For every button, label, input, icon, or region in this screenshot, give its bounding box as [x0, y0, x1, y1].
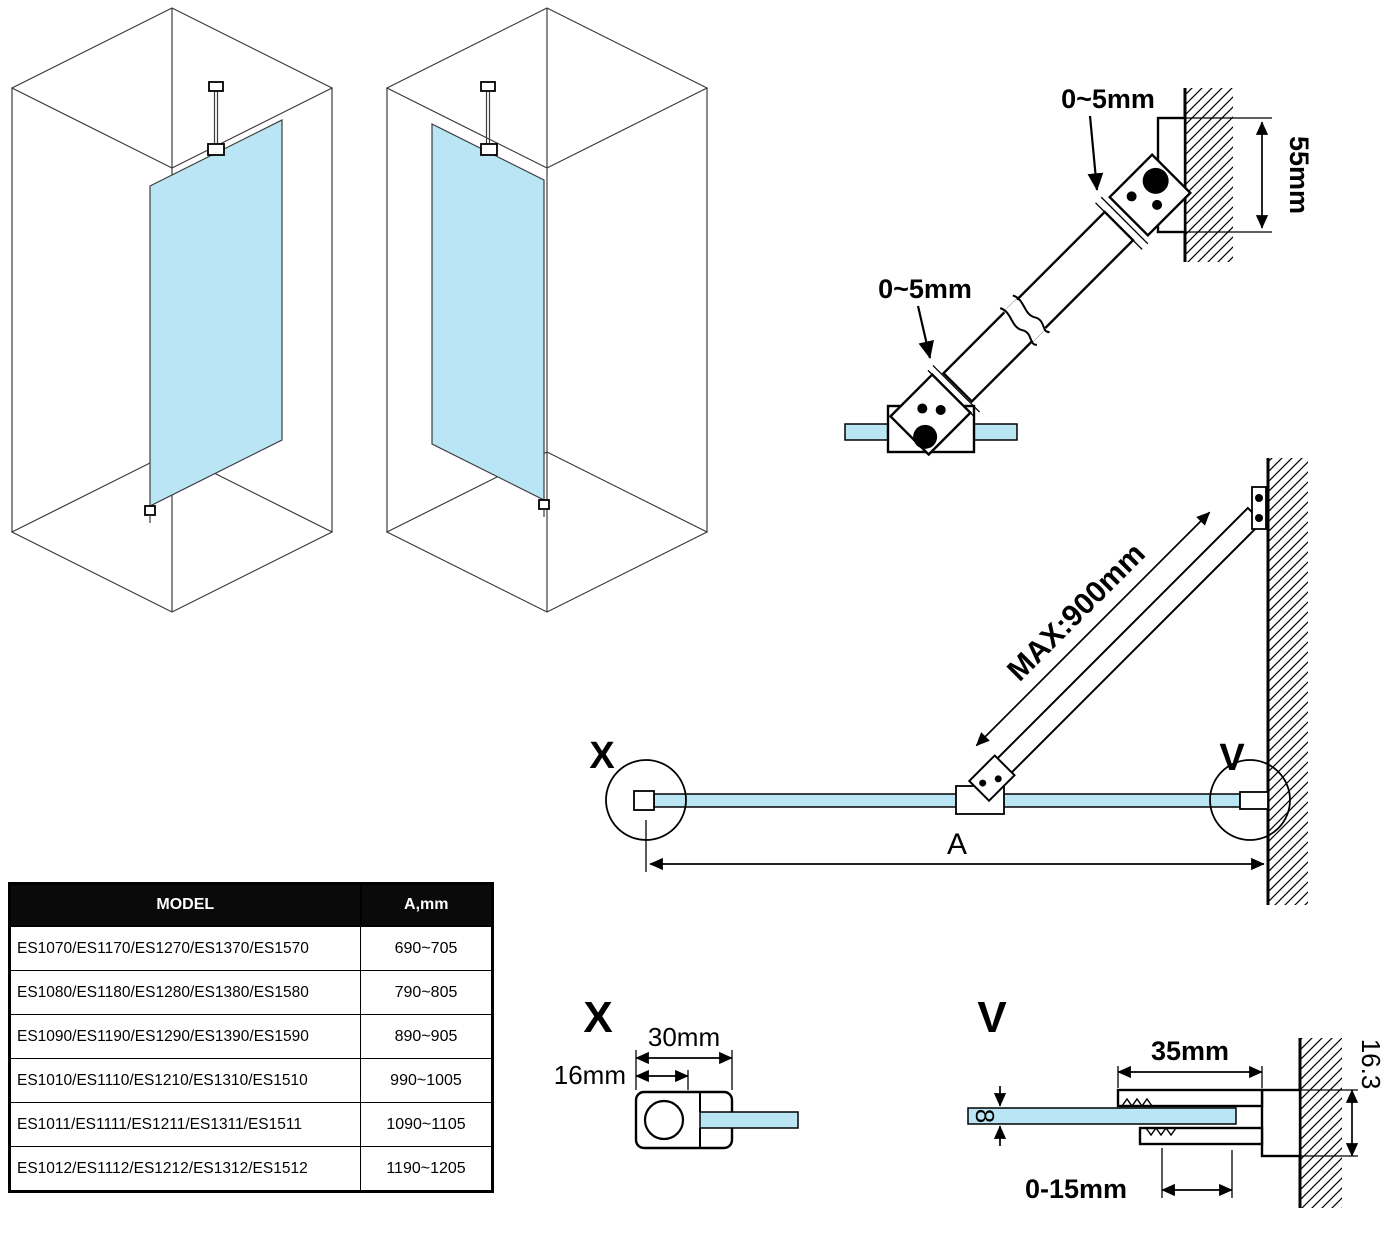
- wall-hatch: [1185, 88, 1233, 262]
- glass-panel: [149, 119, 283, 507]
- leader-arrow: [916, 305, 934, 359]
- size-cell: 1190~1205: [360, 1146, 493, 1192]
- screw: [1255, 514, 1263, 522]
- size-cell: 690~705: [360, 925, 493, 971]
- pivot-screw: [1142, 167, 1169, 194]
- glass-section: [699, 1111, 799, 1129]
- ceiling-mount: [208, 81, 224, 92]
- table-row: ES1010/ES1110/ES1210/ES1310/ES1510 990~1…: [9, 1058, 493, 1103]
- ceiling-mount: [480, 81, 496, 92]
- wall-profile: [1239, 791, 1269, 810]
- end-cap-profile: [633, 790, 655, 811]
- wall-bracket: [1107, 152, 1193, 238]
- dim-max-900: [975, 511, 1211, 747]
- model-cell: ES1010/ES1110/ES1210/ES1310/ES1510: [9, 1058, 361, 1103]
- iso-view-left: [10, 7, 334, 613]
- callout-x-label: X: [589, 735, 615, 777]
- brace-bar: [941, 210, 1135, 404]
- size-cell: 890~905: [360, 1014, 493, 1059]
- gap-mark: [932, 364, 981, 413]
- bar-break: [1003, 298, 1047, 342]
- model-cell: ES1011/ES1111/ES1211/ES1311/ES1511: [9, 1102, 361, 1147]
- screw: [1255, 494, 1263, 502]
- brace-wall-bracket: [1251, 486, 1267, 530]
- table-row: ES1070/ES1170/ES1270/ES1370/ES1570 690~7…: [9, 925, 493, 971]
- profile-depth-label: 16mm: [554, 1060, 626, 1090]
- glass-thickness-label: 8: [970, 1109, 1000, 1123]
- detail-v: V 35mm 16.3 8 0-15mm: [967, 993, 1385, 1208]
- plan-view: MAX:900mm X V A: [589, 458, 1308, 905]
- model-cell: ES1070/ES1170/ES1270/ES1370/ES1570: [9, 925, 361, 971]
- brace-clamp: [967, 754, 1016, 803]
- wall-hatch: [1300, 1038, 1342, 1208]
- bracket-detail: 0~5mm 0~5mm 55mm: [844, 84, 1314, 457]
- glass-section: [967, 1107, 1237, 1125]
- detail-x-title: X: [583, 993, 612, 1042]
- size-cell: 790~805: [360, 970, 493, 1015]
- model-cell: ES1012/ES1112/ES1212/ES1312/ES1512: [9, 1146, 361, 1192]
- profile-bottom-jaw: [1138, 1126, 1264, 1146]
- table-header-model: MODEL: [8, 882, 362, 927]
- glass-clamp: [207, 143, 225, 156]
- detail-x: X 30mm 16mm: [554, 993, 799, 1150]
- table-header-a: A,mm: [359, 882, 494, 927]
- grip-serration: [1121, 1097, 1153, 1108]
- break-squiggle: [1012, 294, 1050, 334]
- screw: [935, 404, 946, 415]
- table-row: ES1090/ES1190/ES1290/ES1390/ES1590 890~9…: [9, 1014, 493, 1059]
- table-row: ES1011/ES1111/ES1211/ES1311/ES1511 1090~…: [9, 1102, 493, 1147]
- gap-mid-label: 0~5mm: [878, 274, 972, 304]
- detail-v-title: V: [977, 993, 1007, 1042]
- size-cell: 990~1005: [360, 1058, 493, 1103]
- wall-profile-body: [1260, 1088, 1302, 1158]
- plate-height-label: 55mm: [1284, 136, 1314, 214]
- floor-foot: [538, 499, 550, 510]
- table-row: ES1012/ES1112/ES1212/ES1312/ES1512 1190~…: [9, 1146, 493, 1192]
- glass-clamp: [480, 143, 498, 156]
- screw: [1152, 199, 1163, 210]
- screw: [979, 779, 987, 787]
- model-cell: ES1090/ES1190/ES1290/ES1390/ES1590: [9, 1014, 361, 1059]
- gap-mark: [1100, 196, 1149, 245]
- floor-foot: [144, 505, 156, 516]
- gap-mark: [1095, 202, 1143, 250]
- profile-width-label: 30mm: [648, 1022, 720, 1052]
- grip-serration: [1145, 1126, 1177, 1137]
- table-row: ES1080/ES1180/ES1280/ES1380/ES1580 790~8…: [9, 970, 493, 1015]
- callout-v-circle: [1209, 759, 1291, 841]
- callout-v-label: V: [1219, 737, 1245, 779]
- profile-height-label: 16.3: [1356, 1039, 1385, 1090]
- end-cap-tube: [643, 1099, 685, 1141]
- shower-box-wireframe: [385, 7, 709, 613]
- table-header-row: MODEL A,mm: [8, 882, 494, 927]
- wall-hatch: [1268, 458, 1308, 905]
- model-cell: ES1080/ES1180/ES1280/ES1380/ES1580: [9, 970, 361, 1015]
- adjust-range-label: 0-15mm: [1025, 1174, 1127, 1204]
- glass-bracket: [888, 372, 973, 457]
- width-dim-label: A: [947, 828, 967, 861]
- leader-arrow: [1087, 115, 1104, 191]
- gap-top-label: 0~5mm: [1061, 84, 1155, 114]
- glass-plan: [653, 793, 1241, 808]
- break-squiggle: [999, 307, 1038, 346]
- pivot-screw: [913, 424, 938, 449]
- model-size-table: MODEL A,mm ES1070/ES1170/ES1270/ES1370/E…: [8, 882, 494, 1193]
- profile-top-jaw: [1116, 1088, 1264, 1108]
- screw: [917, 403, 928, 414]
- size-cell: 1090~1105: [360, 1102, 493, 1147]
- brace-max-label: MAX:900mm: [1001, 537, 1152, 688]
- screw: [1126, 191, 1137, 202]
- iso-view-right: [385, 7, 709, 613]
- screw: [994, 775, 1002, 783]
- clamp-width-label: 35mm: [1151, 1036, 1229, 1066]
- glass-panel: [431, 123, 545, 501]
